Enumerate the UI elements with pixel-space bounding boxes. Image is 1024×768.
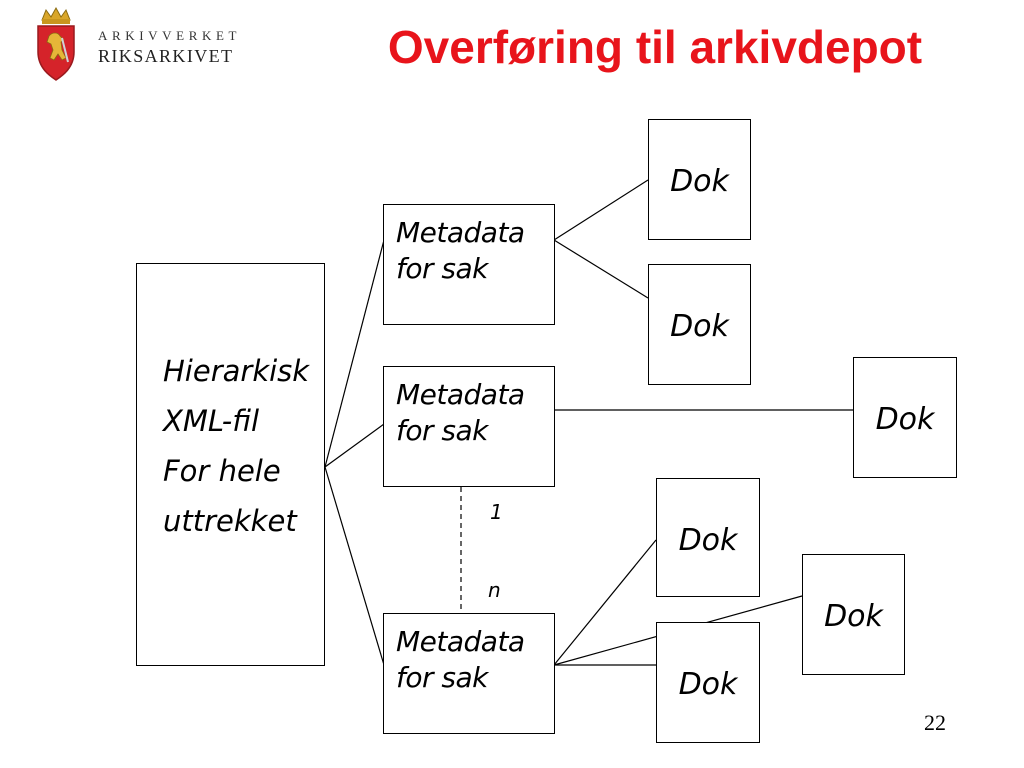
metadata-label: Metadata for sak — [396, 625, 525, 694]
riksarkivet-logo: ARKIVVERKET RIKSARKIVET — [34, 6, 274, 82]
main-line-1: Hierarkisk — [163, 354, 310, 388]
page-number: 22 — [924, 710, 946, 735]
connector-main-meta1 — [324, 239, 385, 468]
connector-meta3-dok4 — [553, 539, 657, 666]
dok-box-2: Dok — [648, 264, 751, 385]
connector-meta1-dok1 — [553, 179, 649, 241]
coat-of-arms-icon — [37, 6, 75, 81]
dok-label: Dok — [670, 164, 729, 199]
dok-box-5: Dok — [802, 554, 905, 675]
dok-box-6: Dok — [656, 622, 760, 743]
dok-label: Dok — [670, 309, 729, 344]
metadata-label: Metadata for sak — [396, 216, 525, 285]
main-xml-box: Hierarkisk XML-fil For hele uttrekket — [136, 263, 325, 666]
connector-main-meta2 — [324, 423, 385, 468]
dok-label: Dok — [824, 599, 883, 634]
main-line-4: uttrekket — [163, 504, 297, 538]
connector-main-meta3 — [324, 466, 385, 666]
metadata-box-1: Metadata for sak — [383, 204, 555, 325]
cardinality-many: n — [488, 578, 501, 602]
page-title: Overføring til arkivdepot — [387, 21, 923, 73]
dok-label: Dok — [678, 667, 738, 702]
logo-text-arkivverket: ARKIVVERKET — [98, 28, 242, 43]
connector-meta1-dok2 — [553, 239, 649, 299]
dok-box-4: Dok — [656, 478, 760, 597]
metadata-box-3: Metadata for sak — [383, 613, 555, 734]
logo-text-riksarkivet: RIKSARKIVET — [98, 46, 234, 66]
main-xml-text: Hierarkisk XML-fil For hele uttrekket — [163, 346, 309, 546]
dok-label: Dok — [678, 523, 738, 558]
main-line-3: For hele — [163, 454, 281, 488]
dok-box-1: Dok — [648, 119, 751, 240]
cardinality-one: 1 — [490, 500, 503, 524]
main-line-2: XML-fil — [163, 404, 260, 438]
dok-box-3: Dok — [853, 357, 957, 478]
metadata-label: Metadata for sak — [396, 378, 525, 447]
dok-label: Dok — [875, 402, 935, 437]
metadata-box-2: Metadata for sak — [383, 366, 555, 487]
